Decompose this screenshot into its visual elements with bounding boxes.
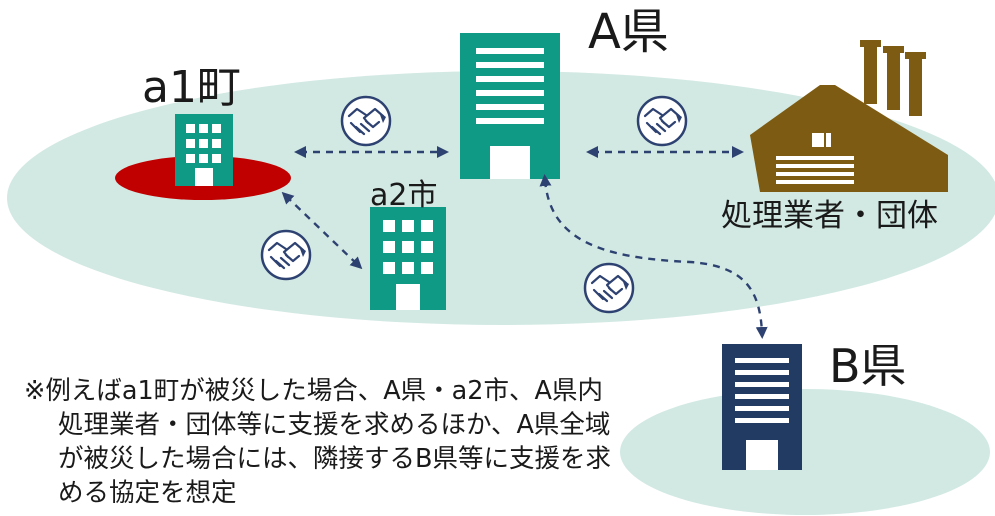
factory-icon (750, 40, 948, 192)
arrow-a1-a2 (281, 191, 363, 270)
a2-city-building-icon (370, 207, 446, 310)
b-prefecture-region (620, 389, 990, 515)
arrow-a-prefecture-b-prefecture (539, 174, 768, 339)
handshake-icon (583, 262, 635, 314)
b-prefecture-building-icon (722, 344, 802, 470)
b-prefecture-label: B県 (829, 339, 907, 393)
handshake-icon (260, 229, 312, 281)
note-text: ※例えばa1町が被災した場合、A県・a2市、A県内処理業者・団体等に支援を求める… (24, 376, 611, 508)
a1-town-label: a1町 (142, 62, 241, 113)
handshake-icon (340, 95, 392, 147)
a-prefecture-label: A県 (588, 4, 669, 60)
a1-town-building-icon (175, 114, 233, 186)
note-text-block: ※例えばa1町が被災した場合、A県・a2市、A県内処理業者・団体等に支援を求める… (24, 374, 614, 516)
a-prefecture-building-icon (460, 33, 560, 179)
a2-city-label: a2市 (370, 178, 438, 213)
vendors-label: 処理業者・団体 (721, 198, 938, 234)
handshake-icon (636, 95, 688, 147)
